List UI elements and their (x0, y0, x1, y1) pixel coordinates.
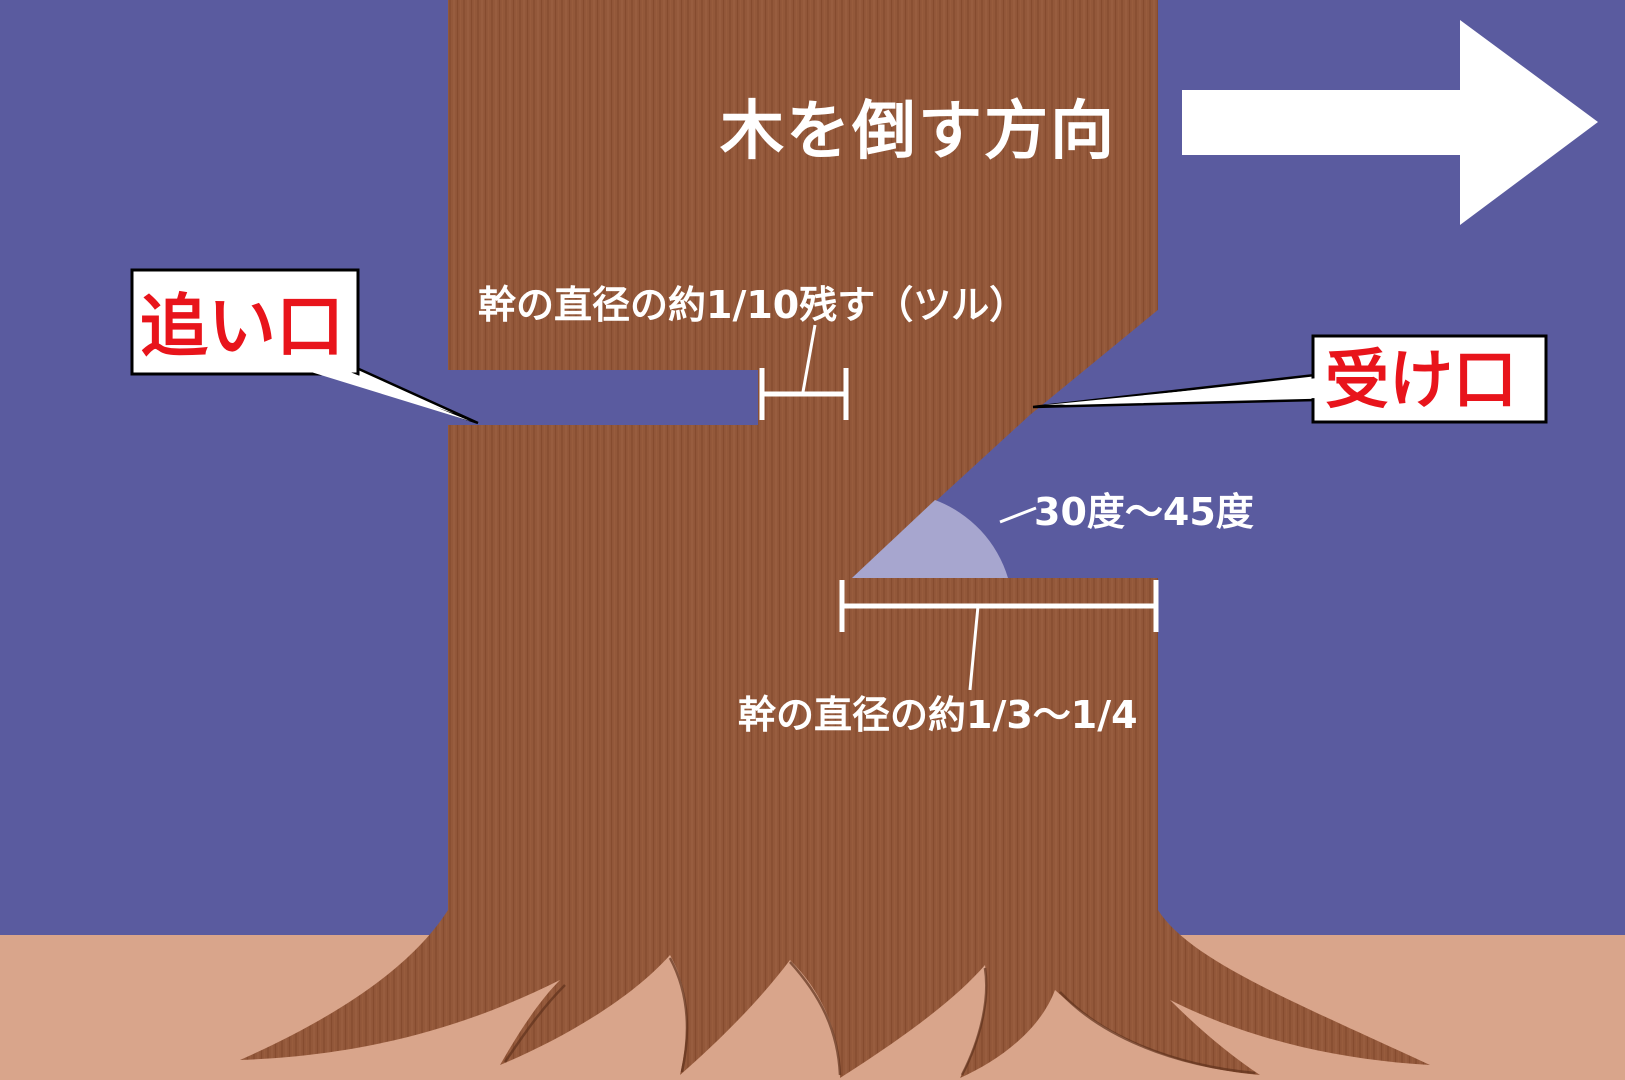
notch-depth-label: 幹の直径の約1/3～1/4 (738, 693, 1138, 737)
notch-angle-indicator (852, 500, 1008, 578)
back-cut-label: 追い口 (140, 288, 344, 367)
root-outlines (503, 957, 1256, 1076)
notch-angle-label: 30度～45度 (1034, 490, 1254, 534)
notch-label: 受け口 (1325, 344, 1517, 418)
angle-leader-line (999, 506, 1037, 524)
notch-depth-dimension-marker (839, 580, 1159, 691)
tree-trunk-lower (240, 425, 1430, 1078)
hinge-dimension-marker (759, 324, 849, 420)
notch-callout-box (1311, 334, 1548, 424)
hinge-label: 幹の直径の約1/10残す（ツル） (478, 283, 1027, 327)
back-cut-kerf (448, 372, 758, 423)
felling-direction-arrow (1182, 20, 1598, 225)
felling-direction-label: 木を倒す方向 (720, 95, 1116, 169)
back-cut-callout-box (130, 268, 360, 376)
